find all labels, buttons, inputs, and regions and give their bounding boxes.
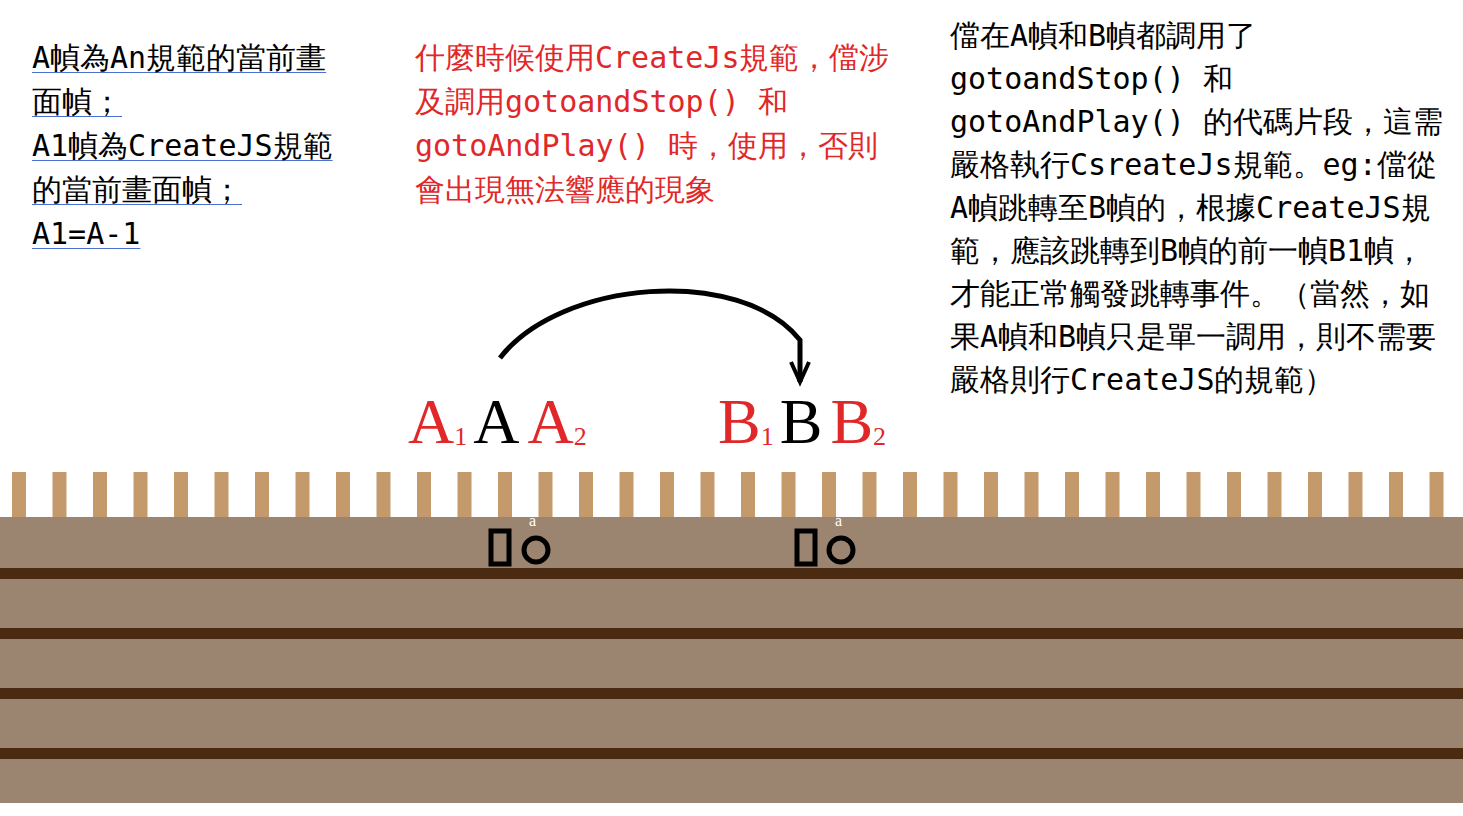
ruler-tick (215, 472, 229, 518)
stripe (0, 628, 1463, 639)
ruler-tick (1308, 472, 1322, 518)
ruler-tick (620, 472, 634, 518)
ruler-tick (12, 472, 26, 518)
frame-letter: A (408, 386, 454, 457)
ruler-tick (1389, 472, 1403, 518)
ruler-tick (984, 472, 998, 518)
ruler-tick (1430, 472, 1444, 518)
ruler-tick (1106, 472, 1120, 518)
frame-letter: B (830, 386, 873, 457)
definition-note: A1幀為CreateJS規範的當前畫面幀； (32, 124, 352, 212)
ruler-tick (53, 472, 67, 518)
frame-subscript: 2 (574, 422, 587, 451)
ruler-tick (174, 472, 188, 518)
frame-label-group: A1AA2 (408, 385, 587, 459)
ruler-tick (417, 472, 431, 518)
ruler-tick (498, 472, 512, 518)
stripe (0, 748, 1463, 759)
icon-letter: a (529, 512, 536, 530)
ruler-tick (903, 472, 917, 518)
ruler-tick (1187, 472, 1201, 518)
ruler-tick (822, 472, 836, 518)
ruler-tick (296, 472, 310, 518)
ruler-tick (1146, 472, 1160, 518)
ruler-tick (1227, 472, 1241, 518)
ruler-tick (134, 472, 148, 518)
frame-subscript: 1 (454, 422, 467, 451)
ruler-tick (579, 472, 593, 518)
frame-icon (491, 531, 548, 564)
ruler-tick (782, 472, 796, 518)
frame-icon (797, 531, 853, 564)
frame-letter: A (473, 386, 519, 457)
stripe (0, 568, 1463, 579)
frame-subscript: 1 (761, 422, 774, 451)
ruler-tick (701, 472, 715, 518)
ruler-tick (660, 472, 674, 518)
arrow-head (791, 362, 809, 382)
ruler-tick (944, 472, 958, 518)
ruler-tick (1065, 472, 1079, 518)
ruler-tick (1268, 472, 1282, 518)
icon-letter: a (835, 512, 842, 530)
ruler-tick (336, 472, 350, 518)
definition-note: A幀為An規範的當前畫面幀； (32, 36, 352, 124)
jump-arc (500, 291, 800, 382)
explanation-note: 儅在A幀和B幀都調用了gotoandStop() 和 gotoAndPlay()… (950, 14, 1448, 401)
stripe (0, 688, 1463, 699)
ruler-tick (1349, 472, 1363, 518)
frame-letter: B (718, 386, 761, 457)
ruler-tick (93, 472, 107, 518)
frame-subscript: 2 (873, 422, 886, 451)
frame-letter: A (527, 386, 573, 457)
frame-label-group: B1BB2 (718, 385, 886, 459)
ruler-tick (458, 472, 472, 518)
frame-letter: B (780, 386, 823, 457)
ruler-ticks (12, 472, 1463, 518)
ground-band (0, 517, 1463, 803)
ruler-tick (863, 472, 877, 518)
ruler-tick (255, 472, 269, 518)
warning-note: 什麼時候使用CreateJs規範，儅涉及調用gotoandStop() 和 go… (415, 36, 890, 212)
ruler-tick (741, 472, 755, 518)
ruler-tick (539, 472, 553, 518)
definition-note: A1=A-1 (32, 212, 352, 256)
ruler-tick (377, 472, 391, 518)
ruler-tick (1025, 472, 1039, 518)
